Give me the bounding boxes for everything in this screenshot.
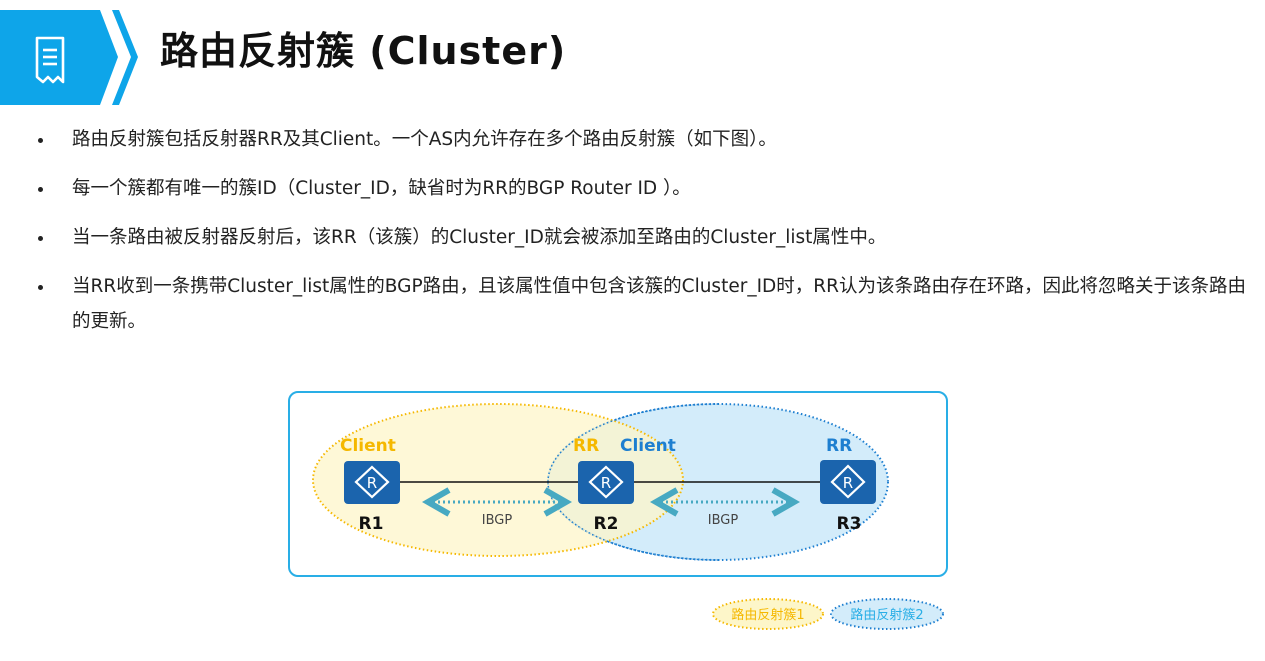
router-label: R1 [359, 514, 384, 534]
bullet-item: 当一条路由被反射器反射后，该RR（该簇）的Cluster_ID就会被添加至路由的… [36, 220, 1256, 255]
legend-cluster-2: 路由反射簇2 [830, 598, 944, 630]
svg-text:R: R [843, 474, 853, 492]
diagram-frame [288, 391, 948, 577]
legend-swatch [712, 598, 824, 630]
cluster-2-outline [547, 403, 719, 483]
bullet-item: 每一个簇都有唯一的簇ID（Cluster_ID，缺省时为RR的BGP Route… [36, 171, 1256, 206]
ibgp-label: IBGP [482, 513, 513, 528]
router-r1: R R1 [344, 461, 400, 534]
svg-text:R: R [367, 474, 377, 492]
header-badge [0, 10, 138, 105]
router-icon [344, 461, 400, 504]
cluster-1-area [312, 403, 684, 557]
legend-cluster-1: 路由反射簇1 [712, 598, 824, 630]
legend-label: 路由反射簇2 [850, 607, 923, 623]
role-label-client: Client [620, 436, 676, 456]
bullet-list: 路由反射簇包括反射器RR及其Client。一个AS内允许存在多个路由反射簇（如下… [36, 122, 1256, 339]
document-list-icon [35, 36, 65, 84]
bullet-item: 路由反射簇包括反射器RR及其Client。一个AS内允许存在多个路由反射簇（如下… [36, 122, 1256, 157]
router-icon [578, 461, 634, 504]
router-label: R3 [837, 514, 862, 534]
page-title: 路由反射簇 (Cluster) [160, 29, 567, 73]
ibgp-label: IBGP [708, 513, 739, 528]
legend-label: 路由反射簇1 [731, 607, 804, 623]
role-label-rr: RR [573, 436, 599, 456]
router-label: R2 [594, 514, 619, 534]
router-r2: R R2 [578, 461, 634, 534]
router-icon [820, 460, 876, 504]
role-label-rr: RR [826, 436, 852, 456]
bullet-item: 当RR收到一条携带Cluster_list属性的BGP路由，且该属性值中包含该簇… [36, 269, 1256, 339]
router-r3: R R3 [820, 460, 876, 534]
cluster-2-area [547, 403, 889, 561]
legend-swatch [830, 598, 944, 630]
role-label-client: Client [340, 436, 396, 456]
svg-text:R: R [601, 474, 611, 492]
